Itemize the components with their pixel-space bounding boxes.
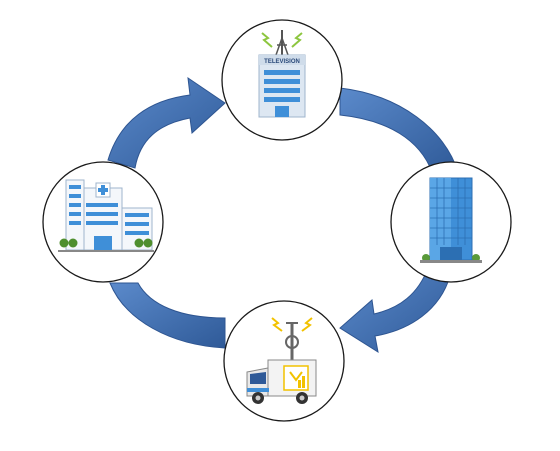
arrow-van-to-hospital	[109, 282, 226, 349]
arrow-hospital-to-tv	[107, 76, 226, 169]
node-office	[390, 161, 512, 283]
broadcast-van-icon	[246, 317, 317, 404]
tv-station-icon: TELEVISION	[258, 30, 306, 118]
node-broadcast-van	[223, 300, 345, 422]
office-building-icon	[420, 177, 482, 263]
arrow-tv-to-office	[339, 87, 459, 173]
tv-station-sign: TELEVISION	[264, 59, 300, 65]
node-tv-station: TELEVISION	[221, 19, 343, 141]
arrow-office-to-van	[339, 267, 451, 354]
hospital-icon	[58, 179, 154, 252]
node-hospital	[42, 161, 164, 283]
